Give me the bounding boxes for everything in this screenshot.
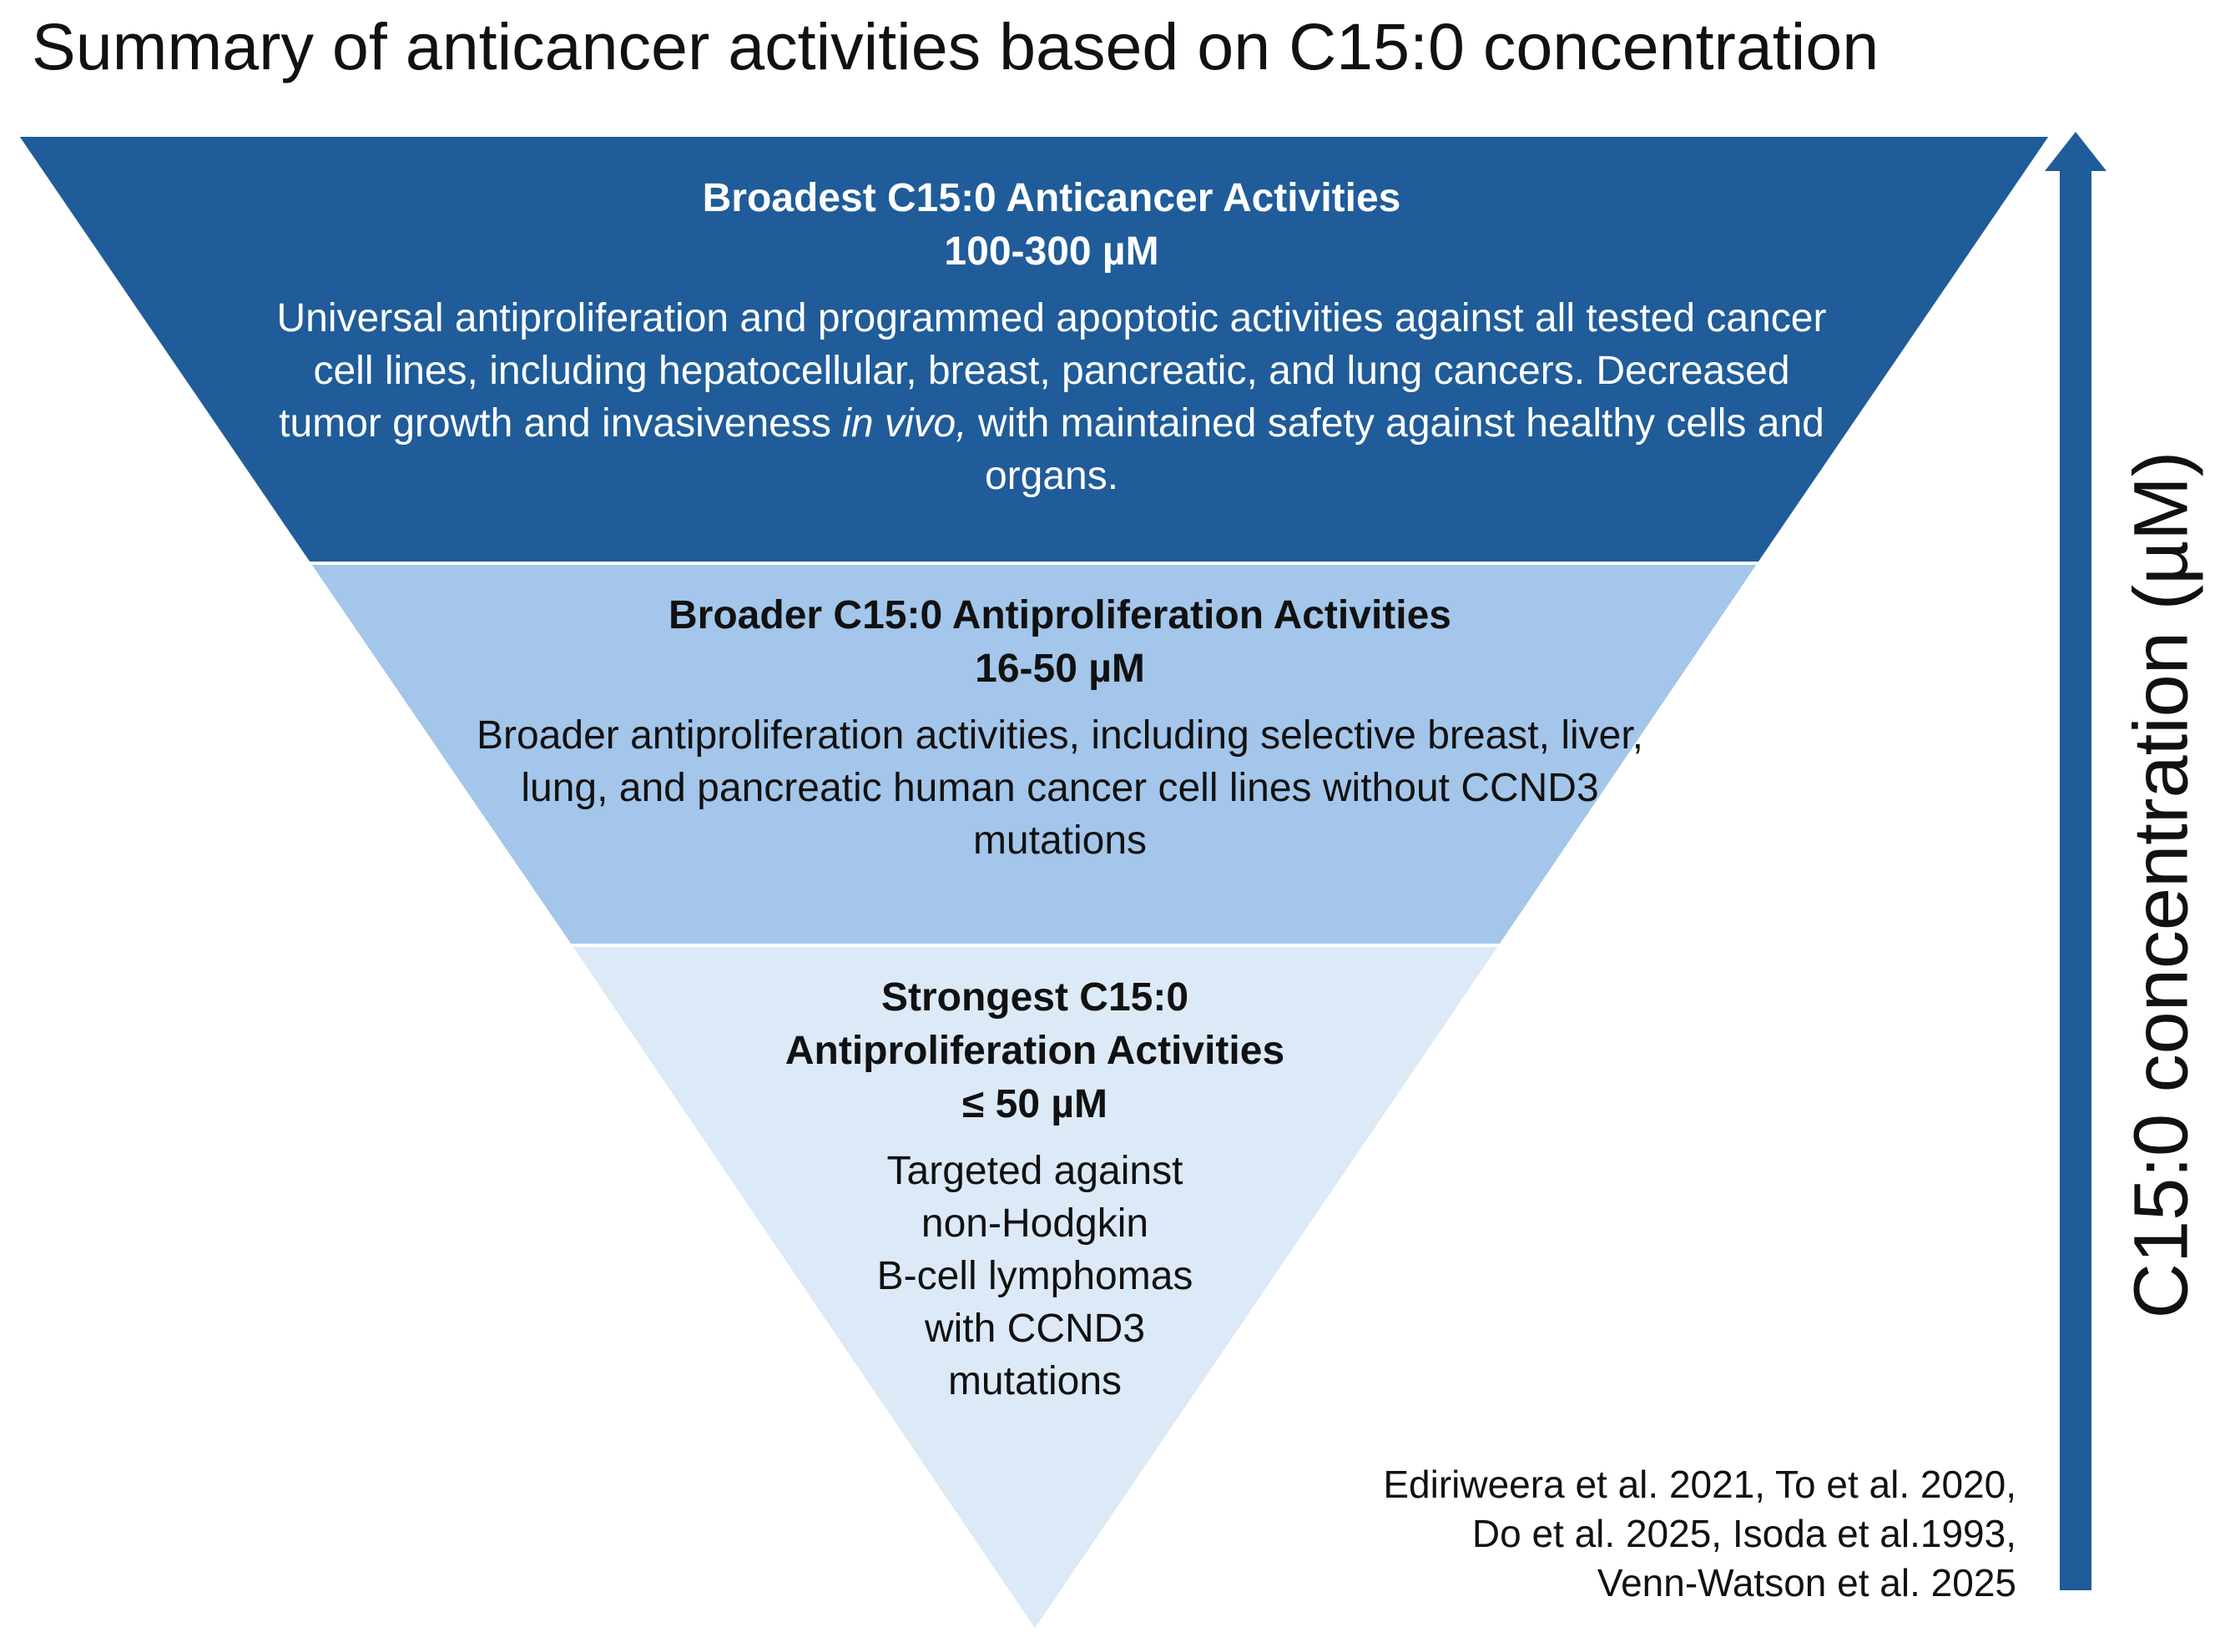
concentration-arrow-icon (2045, 132, 2107, 1590)
tier-2-range: 16-50 µM (975, 647, 1145, 691)
tier-1-description-part1: Universal antiproliferation and programm… (276, 296, 1827, 446)
tier-1-description: Universal antiproliferation and programm… (275, 292, 1828, 502)
reference-line: Do et al. 2025, Isoda et al.1993, (1471, 1512, 2016, 1555)
tier-1-range: 100-300 µM (944, 229, 1159, 274)
reference-line: Ediriweera et al. 2021, To et al. 2020, (1383, 1463, 2016, 1506)
tier-2-description: Broader antiproliferation activities, in… (476, 713, 1644, 863)
tier-1-heading: Broadest C15:0 Anticancer Activities (702, 176, 1401, 220)
tier-2-heading: Broader C15:0 Antiproliferation Activiti… (669, 593, 1451, 637)
tier-3-description-line: mutations (947, 1359, 1123, 1403)
tier-3-heading-line1: Strongest C15:0 (880, 975, 1189, 1020)
figure-title: Summary of anticancer activities based o… (32, 9, 1879, 83)
tier-2-text: Broader C15:0 Antiproliferation Activiti… (467, 589, 1652, 867)
tier-1-description-part2: with maintained safety against healthy c… (966, 401, 1824, 498)
tier-3-description-line: Targeted against (886, 1149, 1183, 1193)
reference-line: Venn-Watson et al. 2025 (1597, 1561, 2016, 1604)
tier-1-text: Broadest C15:0 Anticancer Activities 100… (275, 172, 1828, 502)
tier-3-text: Strongest C15:0 Antiproliferation Activi… (734, 971, 1335, 1408)
tier-3-band (567, 944, 1504, 1634)
tier-3-description-line: with CCND3 (924, 1307, 1146, 1351)
tier-3-range: ≤ 50 µM (961, 1082, 1108, 1126)
tier-3-description: Targeted against non-Hodgkin B-cell lymp… (734, 1145, 1335, 1408)
references: Ediriweera et al. 2021, To et al. 2020, … (1383, 1460, 2016, 1608)
tier-3-heading-line2: Antiproliferation Activities (785, 1029, 1285, 1073)
tier-1-description-italic: in vivo, (842, 401, 967, 446)
tier-3-description-line: B-cell lymphomas (876, 1254, 1193, 1298)
tier-3-description-line: non-Hodgkin (921, 1201, 1149, 1246)
concentration-axis-label: C15:0 concentration (µM) (2118, 451, 2204, 1318)
